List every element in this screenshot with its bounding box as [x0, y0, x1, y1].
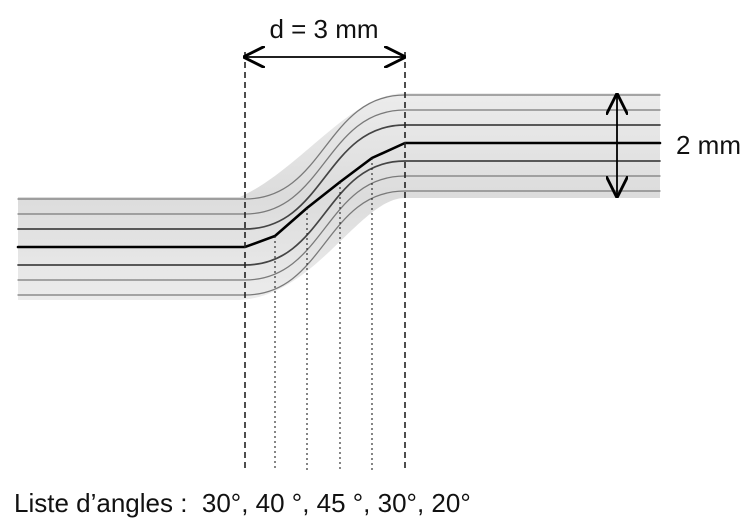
- fiber-lines: [16, 94, 662, 296]
- fiber-line: [17, 109, 661, 215]
- fiber-line: [17, 175, 661, 281]
- fiber-centerline: [16, 141, 662, 249]
- fiber-line: [17, 94, 661, 200]
- width-label: d = 3 mm: [269, 14, 378, 44]
- angles-caption: Liste d’angles : 30°, 40 °, 45 °, 30°, 2…: [14, 488, 471, 518]
- fiber-line: [17, 190, 661, 296]
- width-dimension: d = 3 mm: [245, 14, 404, 57]
- thickness-dimension: 2 mm: [617, 95, 741, 196]
- fiber-line: [17, 124, 661, 230]
- segment-dividers: [244, 52, 406, 470]
- thickness-label: 2 mm: [676, 130, 741, 160]
- fiber-line: [17, 160, 661, 266]
